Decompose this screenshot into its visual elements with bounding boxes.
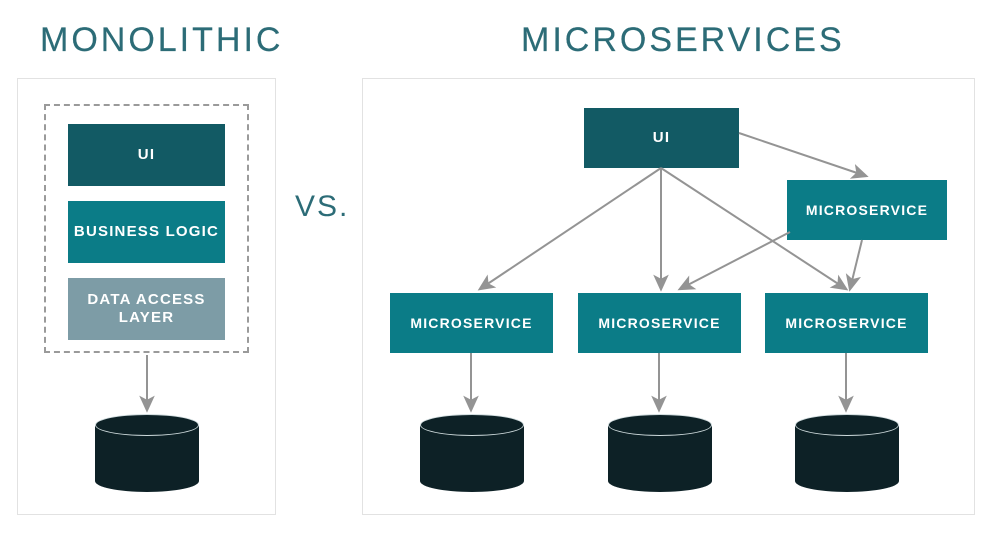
microservice-database-icon-2 (608, 414, 712, 492)
cylinder-top (420, 414, 524, 436)
monolithic-heading: MONOLITHIC (40, 21, 284, 59)
microservice-block-bottom-right: MICROSERVICE (765, 293, 928, 353)
microservice-block-bottom-left: MICROSERVICE (390, 293, 553, 353)
monolith-boundary-dashed (44, 104, 249, 353)
microservice-block-bottom-center: MICROSERVICE (578, 293, 741, 353)
monolith-business-logic-block: BUSINESS LOGIC (68, 201, 225, 263)
cylinder-top (95, 414, 199, 436)
microservice-database-icon-3 (795, 414, 899, 492)
microservices-ui-block: UI (584, 108, 739, 168)
microservices-heading: MICROSERVICES (521, 21, 845, 59)
monolith-database-icon (95, 414, 199, 492)
vs-label: VS. (295, 190, 350, 223)
cylinder-top (795, 414, 899, 436)
microservice-database-icon-1 (420, 414, 524, 492)
monolith-data-access-layer-block: DATA ACCESS LAYER (68, 278, 225, 340)
monolith-ui-block: UI (68, 124, 225, 186)
microservice-block-right: MICROSERVICE (787, 180, 947, 240)
cylinder-top (608, 414, 712, 436)
